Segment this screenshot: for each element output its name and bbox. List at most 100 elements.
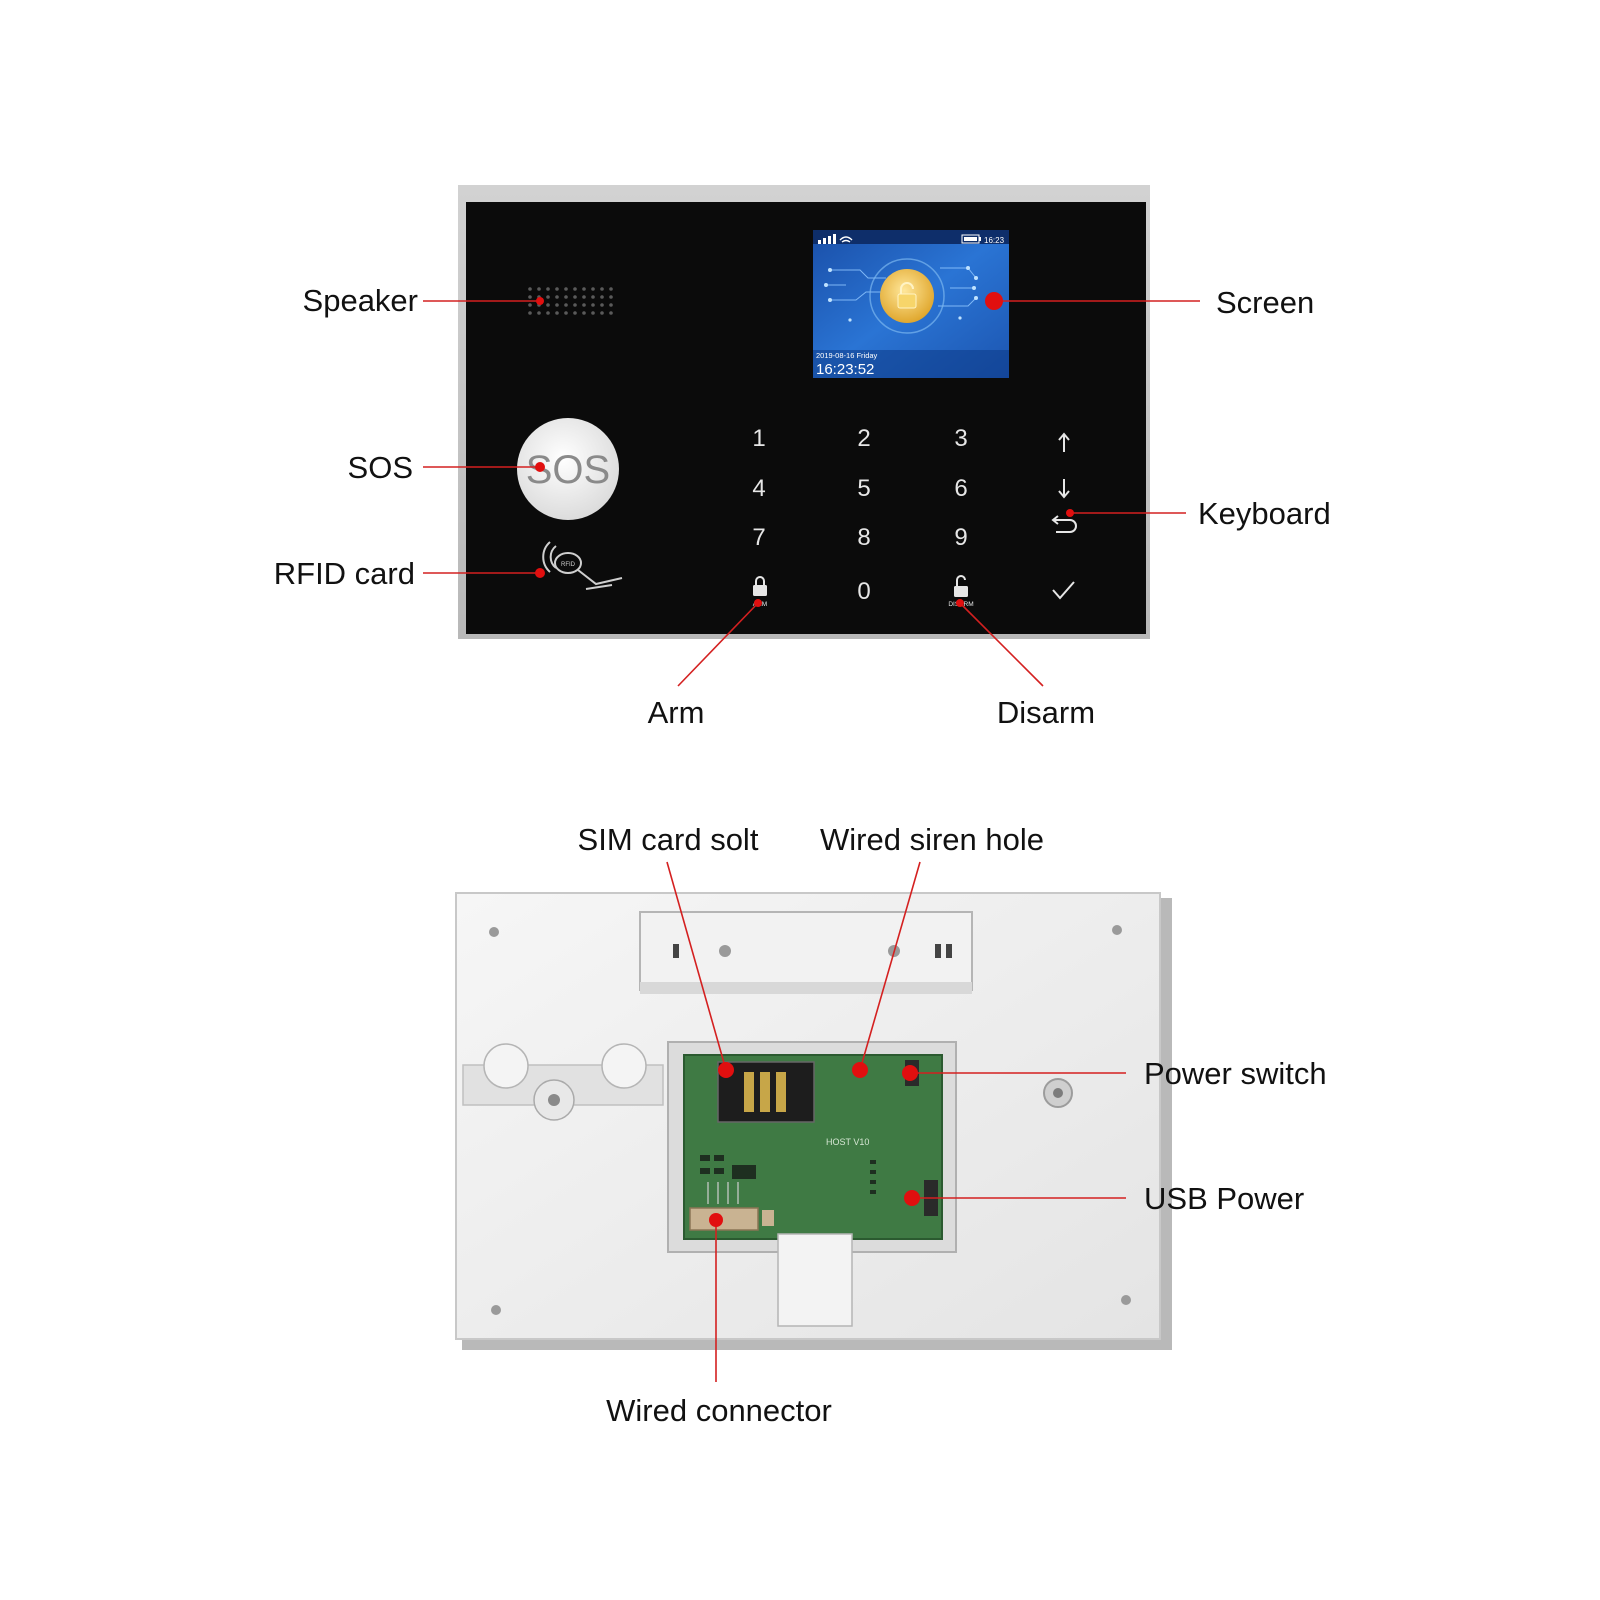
key-0[interactable]: 0 <box>857 578 870 605</box>
callout-sos: SOS <box>348 450 413 485</box>
speaker-hole <box>609 311 613 315</box>
screen-date: 2019-08-16 Friday <box>816 351 878 360</box>
case-screw-holes <box>489 925 1131 1315</box>
speaker-hole <box>528 287 532 291</box>
speaker-hole <box>573 295 577 299</box>
key-7[interactable]: 7 <box>752 524 765 551</box>
speaker-hole <box>555 311 559 315</box>
screen-status-time: 16:23 <box>984 236 1005 245</box>
check-icon[interactable] <box>1052 581 1075 600</box>
speaker-hole <box>609 295 613 299</box>
back-icon[interactable] <box>1051 515 1077 533</box>
callout-arm: Arm <box>648 695 705 730</box>
leader-lines <box>423 300 1200 1382</box>
unlock-icon <box>954 575 968 597</box>
speaker-hole <box>537 311 541 315</box>
signal-icon <box>818 234 836 244</box>
wired-connector[interactable] <box>689 1207 759 1231</box>
lock-icon <box>753 576 767 596</box>
speaker-hole <box>591 311 595 315</box>
callout-usb-power: USB Power <box>1144 1181 1304 1216</box>
pcb-marking: HOST V10 <box>826 1137 869 1147</box>
disarm-leader <box>959 602 1044 687</box>
speaker-hole <box>546 287 550 291</box>
speaker-hole <box>600 287 604 291</box>
callout-disarm: Disarm <box>997 695 1095 730</box>
siren-hole-leader <box>859 861 921 1071</box>
battery-icon <box>961 234 981 244</box>
speaker-hole <box>528 303 532 307</box>
bottom-tab <box>777 1233 853 1327</box>
callout-screen: Screen <box>1216 285 1314 320</box>
speaker-hole <box>591 303 595 307</box>
circuit-dots <box>824 266 978 322</box>
callout-sim-card-slot: SIM card solt <box>578 822 759 857</box>
speaker-hole <box>591 295 595 299</box>
pcb-board: HOST V10 <box>683 1054 943 1240</box>
speaker-hole <box>582 287 586 291</box>
front-glass <box>466 202 1146 634</box>
key-6[interactable]: 6 <box>954 475 967 502</box>
left-cutouts <box>462 1043 664 1121</box>
callout-wired-connector: Wired connector <box>606 1393 832 1428</box>
callout-power-switch: Power switch <box>1144 1056 1327 1091</box>
key-3[interactable]: 3 <box>954 425 967 452</box>
speaker-hole <box>564 303 568 307</box>
sos-button[interactable]: SOS <box>517 418 619 520</box>
speaker-grille <box>528 287 613 315</box>
rfid-card-icon[interactable]: RFID <box>542 541 623 590</box>
speaker-hole <box>582 311 586 315</box>
speaker-hole <box>564 295 568 299</box>
speaker-hole <box>600 295 604 299</box>
speaker-hole <box>591 287 595 291</box>
pcb-components <box>700 1155 876 1194</box>
speaker-hole <box>564 311 568 315</box>
marker-dots <box>535 292 1074 1227</box>
callout-rfid-card: RFID card <box>274 556 415 591</box>
front-panel: 16:23 2019-08-16 Friday 16:23:52 <box>458 185 1150 639</box>
sim-slot-leader <box>666 861 727 1071</box>
wifi-icon <box>839 236 853 243</box>
speaker-hole <box>555 287 559 291</box>
screen-clock: 16:23:52 <box>816 361 874 378</box>
speaker-hole <box>537 287 541 291</box>
speaker-hole <box>546 303 550 307</box>
arrow-down-icon[interactable] <box>1058 479 1070 499</box>
speaker-hole <box>600 303 604 307</box>
lock-halo <box>869 258 945 334</box>
speaker-hole <box>609 303 613 307</box>
callout-labels: Speaker Screen SOS Keyboard RFID card Ar… <box>274 283 1331 1428</box>
arm-leader <box>677 602 759 687</box>
rfid-tag-label: RFID <box>561 562 576 568</box>
speaker-hole <box>573 287 577 291</box>
callout-speaker: Speaker <box>303 283 418 318</box>
key-8[interactable]: 8 <box>857 524 870 551</box>
mounting-bracket <box>639 911 973 994</box>
callout-wired-siren-hole: Wired siren hole <box>820 822 1044 857</box>
speaker-hole <box>582 295 586 299</box>
key-1[interactable]: 1 <box>752 425 765 452</box>
speaker-hole <box>564 287 568 291</box>
speaker-hole <box>546 311 550 315</box>
callout-keyboard: Keyboard <box>1198 496 1331 531</box>
speaker-hole <box>573 303 577 307</box>
speaker-hole <box>573 311 577 315</box>
speaker-hole <box>609 287 613 291</box>
pcb-traces <box>707 1182 739 1204</box>
speaker-hole <box>555 303 559 307</box>
back-panel: HOST V10 <box>455 892 1172 1350</box>
key-4[interactable]: 4 <box>752 475 765 502</box>
keypad: 1 2 3 4 5 6 7 8 9 0 ARM <box>752 425 1077 608</box>
key-5[interactable]: 5 <box>857 475 870 502</box>
circuit-pattern <box>826 267 977 307</box>
lcd-screen: 16:23 2019-08-16 Friday 16:23:52 <box>813 230 1009 378</box>
speaker-hole <box>582 303 586 307</box>
speaker-hole <box>528 311 532 315</box>
arrow-up-icon[interactable] <box>1058 432 1070 452</box>
key-9[interactable]: 9 <box>954 524 967 551</box>
speaker-hole <box>555 295 559 299</box>
speaker-hole <box>600 311 604 315</box>
key-2[interactable]: 2 <box>857 425 870 452</box>
speaker-hole <box>528 295 532 299</box>
